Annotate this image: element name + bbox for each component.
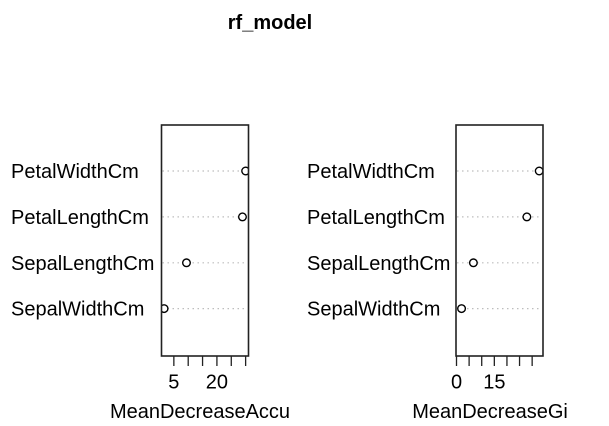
tick-label: 15: [483, 372, 505, 394]
category-label: SepalWidthCm: [307, 299, 440, 321]
tick-label: 5: [168, 372, 179, 394]
data-point: [181, 258, 191, 268]
plot-title: rf_model: [228, 12, 312, 34]
category-label: SepalWidthCm: [11, 299, 144, 321]
category-label: SepalLengthCm: [307, 253, 450, 275]
tick-label: 0: [451, 372, 462, 394]
category-label: PetalLengthCm: [307, 207, 445, 229]
data-point: [237, 212, 247, 222]
panel-box: [160, 124, 250, 357]
data-point: [468, 258, 478, 268]
x-axis-label: MeanDecreaseGi: [412, 401, 568, 423]
data-point: [241, 166, 249, 176]
panels-group: PetalWidthCmPetalLengthCmSepalLengthCmSe…: [11, 124, 568, 423]
data-point: [522, 212, 532, 222]
x-axis-label: MeanDecreaseAccu: [110, 401, 290, 423]
data-point: [457, 304, 467, 314]
panel-box: [455, 124, 544, 357]
panel-1: PetalWidthCmPetalLengthCmSepalLengthCmSe…: [307, 124, 568, 423]
category-label: PetalWidthCm: [307, 161, 435, 183]
panel-content: [161, 166, 249, 314]
data-point: [534, 166, 543, 176]
tick-label: 20: [206, 372, 228, 394]
panel-0: PetalWidthCmPetalLengthCmSepalLengthCmSe…: [11, 124, 290, 423]
data-point: [161, 304, 169, 314]
category-label: SepalLengthCm: [11, 253, 154, 275]
panel-content: [457, 166, 543, 314]
category-label: PetalLengthCm: [11, 207, 149, 229]
category-label: PetalWidthCm: [11, 161, 139, 183]
